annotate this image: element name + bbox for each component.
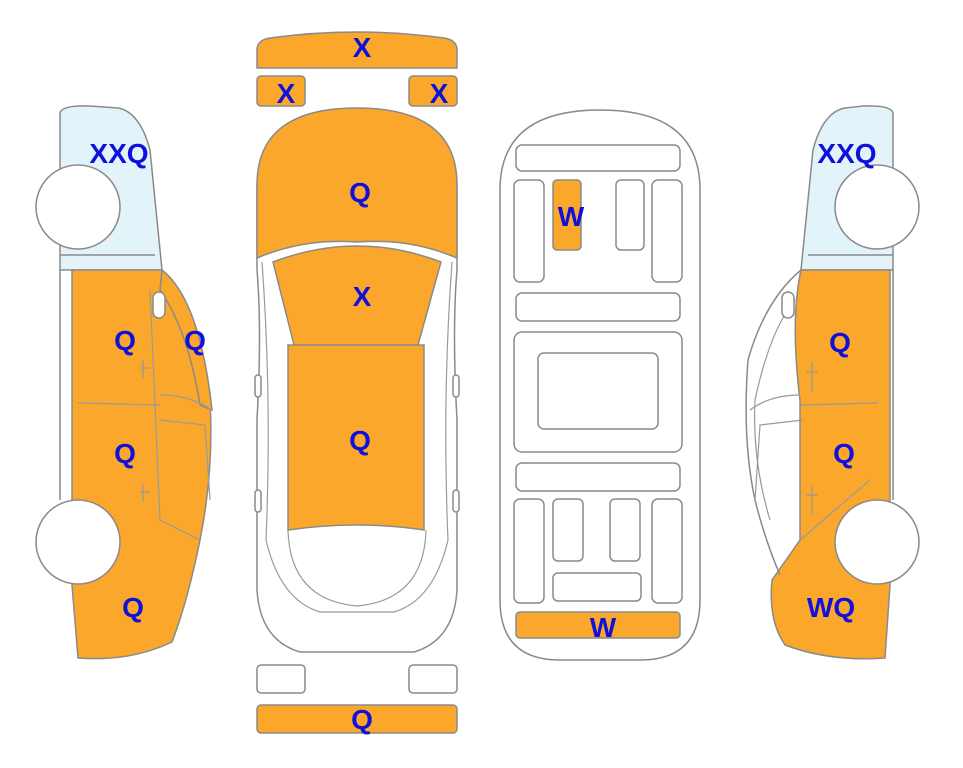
- label-headlight-right: X: [430, 78, 449, 109]
- label-rear-bumper: Q: [351, 704, 373, 735]
- label-roof: Q: [349, 425, 371, 456]
- label-left-glass: XXQ: [89, 138, 148, 169]
- underbody-front-panel: [552, 179, 582, 251]
- top-view: [254, 31, 460, 734]
- right-side-view: [745, 105, 920, 660]
- roof-panel: [287, 344, 425, 531]
- label-right-front-door: Q: [829, 327, 851, 358]
- label-left-front-door: Q: [114, 325, 136, 356]
- underbody-rear-panel: [515, 611, 681, 639]
- label-right-glass: XXQ: [817, 138, 876, 169]
- label-hood: Q: [349, 177, 371, 208]
- left-side-view: [35, 105, 213, 660]
- label-right-rear-door: Q: [833, 438, 855, 469]
- label-headlight-left: X: [277, 78, 296, 109]
- label-right-rear-quarter: WQ: [807, 592, 855, 623]
- label-left-rear-quarter: Q: [122, 592, 144, 623]
- right-front-wheel: [834, 164, 920, 250]
- right-rear-wheel: [834, 499, 920, 585]
- headlight-left: [256, 75, 306, 107]
- underbody-view: [499, 109, 701, 661]
- hood-panel: [256, 107, 458, 260]
- windshield-panel: [272, 245, 442, 346]
- label-left-pillar: Q: [184, 325, 206, 356]
- left-front-wheel: [35, 164, 121, 250]
- left-pillar-panel: [159, 268, 213, 412]
- label-left-rear-door: Q: [114, 438, 136, 469]
- left-rear-wheel: [35, 499, 121, 585]
- label-underbody-rear: W: [590, 612, 617, 643]
- headlight-right: [408, 75, 458, 107]
- label-underbody-front: W: [558, 201, 585, 232]
- front-bumper: [256, 31, 458, 69]
- label-windshield: X: [353, 281, 372, 312]
- damage-labels: X X X Q X Q Q W W XXQ Q Q Q Q XXQ Q Q WQ: [89, 32, 876, 735]
- label-front-bumper: X: [353, 32, 372, 63]
- rear-bumper: [256, 704, 458, 734]
